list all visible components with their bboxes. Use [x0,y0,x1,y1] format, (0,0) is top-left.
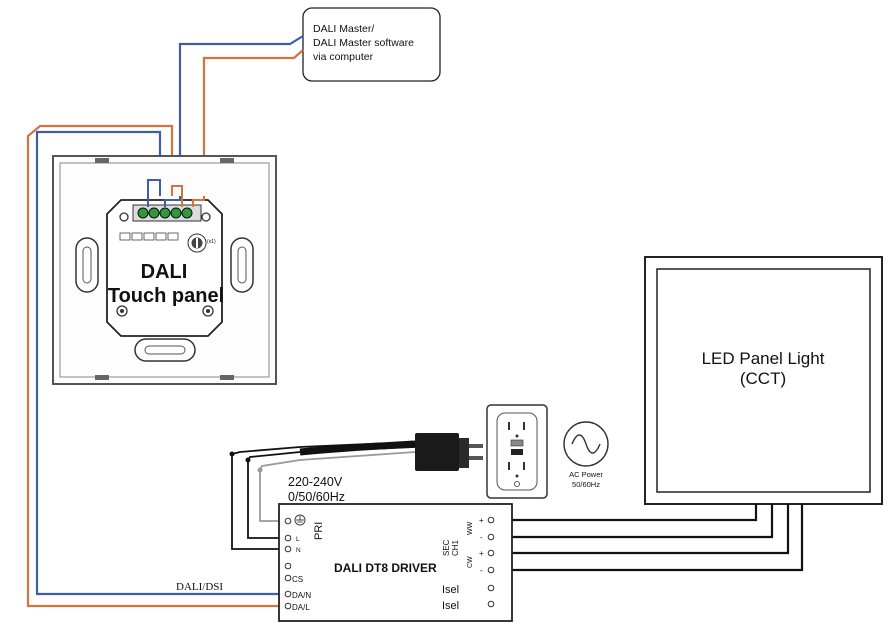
led-panel-label-line1: LED Panel Light [702,349,825,368]
dali-master-box: DALI Master/ DALI Master software via co… [302,7,441,82]
dali-dt8-driver: L N PRI CS DA/N DA/L DALI DT8 DRIVER SEC… [278,503,513,622]
bus-orange-wire [26,124,284,608]
touch-panel-title-line1: DALI [141,261,188,283]
master-orange-stub [192,196,205,207]
wall-outlet [486,404,548,499]
mains-frequency-label: 0/50/60Hz [288,490,345,504]
cw-minus-label: - [480,566,483,575]
power-cable [299,440,416,456]
touch-panel-title-line2: Touch panel [108,285,224,307]
master-label-line2: DALI Master software [313,37,414,49]
pin-dan-label: DA/N [292,591,311,600]
pin-l-label: L [296,536,300,543]
isel-label-2: Isel [442,600,459,612]
wire-junction [245,457,251,463]
panel-orange-stub [171,185,183,207]
isel-label-1: Isel [442,584,459,596]
pri-label: PRI [313,522,325,540]
output-wire-cw-minus [493,504,804,572]
led-panel-label-line2: (CCT) [740,369,786,388]
wire-junction [257,467,263,473]
driver-title: DALI DT8 DRIVER [334,561,437,575]
led-panel-light: LED Panel Light (CCT) [644,256,883,505]
ac-power-label-line1: AC Power [569,470,603,479]
pin-dal-label: DA/L [292,603,310,612]
power-plug [415,433,483,471]
mains-voltage-label: 220-240V [288,475,343,489]
bus-blue-wire [35,130,284,596]
pin-n-label: N [296,547,301,554]
panel-blue-stub [147,179,161,207]
ac-power-source: AC Power 50/60Hz [563,421,609,489]
cw-plus-label: + [479,549,484,558]
output-wire-cw-plus [493,504,790,555]
ww-plus-label: + [479,516,484,525]
ch1-label: CH1 [451,539,460,556]
sec-label: SEC [442,539,451,556]
master-orange-wire [202,49,304,200]
mains-black-wire [231,441,416,550]
wire-junction [229,451,235,457]
ground-icon [294,514,306,526]
ww-label: WW [467,521,474,535]
master-label-line1: DALI Master/ [313,23,374,35]
dali-dsi-bus-label: DALI/DSI [176,581,223,593]
address-switch-label: (x1) [207,239,216,245]
master-blue-stub [164,196,181,207]
cw-label: CW [467,556,474,568]
touch-panel: (x1) DALI Touch panel [52,155,277,385]
output-wire-ww-plus [493,504,758,522]
ac-power-label-line2: 50/60Hz [572,480,600,489]
master-blue-wire [178,35,304,200]
master-label-line3: via computer [313,51,374,63]
ww-minus-label: - [480,533,483,542]
pin-cs-label: CS [292,575,303,584]
output-wire-ww-minus [493,504,774,539]
